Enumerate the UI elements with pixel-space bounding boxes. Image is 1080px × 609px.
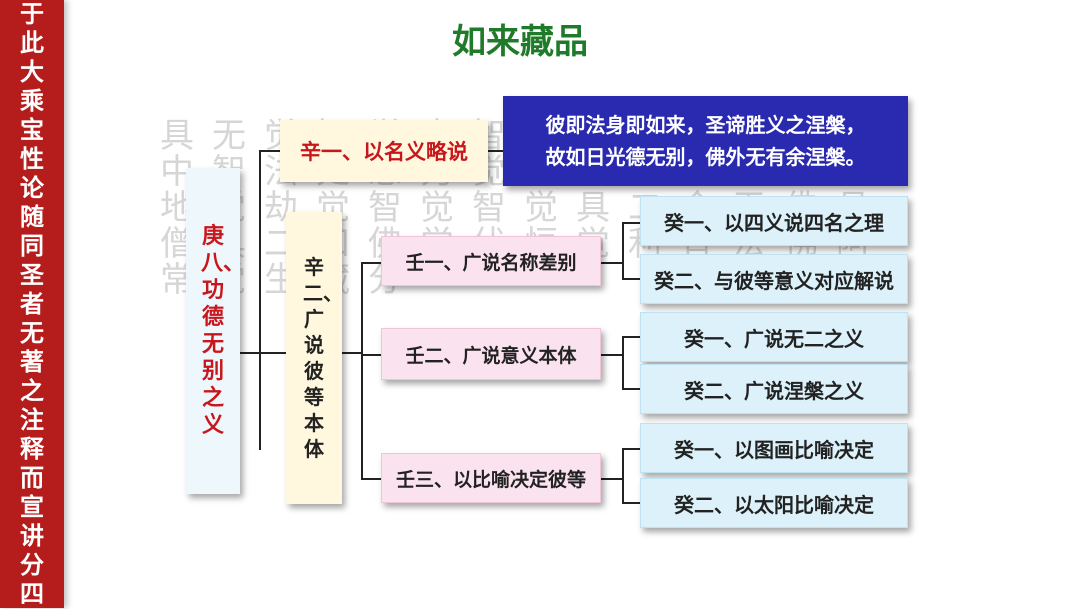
connector-ren3-gui1 bbox=[622, 448, 640, 450]
node-xin-er-label: 辛二、广说彼等本体 bbox=[303, 255, 343, 461]
connector-ren1-vertical bbox=[622, 222, 624, 280]
node-gui-2: 癸二、与彼等意义对应解说 bbox=[640, 254, 908, 304]
node-geng-ba: 庚八、功德无别之义 bbox=[186, 168, 246, 494]
node-ren-yi-label: 壬一、广说名称差别 bbox=[405, 251, 577, 274]
connector-to-ren3 bbox=[361, 478, 381, 480]
connector-xin1-blue bbox=[488, 150, 503, 152]
node-ren-er: 壬二、广说意义本体 bbox=[381, 328, 601, 380]
sidebar-text: 于此大乘宝性论随同圣者无著之注释而宣讲分四 bbox=[20, 0, 44, 608]
connector-geng-trunk bbox=[240, 352, 260, 354]
node-gui-1-label: 癸一、以四义说四名之理 bbox=[664, 210, 884, 235]
node-xin-yi: 辛一、以名义略说 bbox=[280, 120, 488, 182]
connector-ren1-trunk bbox=[601, 262, 623, 264]
connector-xin2-trunk bbox=[342, 352, 362, 354]
node-gui-2-label: 癸二、与彼等意义对应解说 bbox=[654, 268, 894, 293]
sidebar-banner: 于此大乘宝性论随同圣者无著之注释而宣讲分四 bbox=[0, 0, 64, 608]
node-gui-3: 癸一、广说无二之义 bbox=[640, 312, 908, 362]
connector-ren1-gui1 bbox=[622, 222, 640, 224]
connector-to-ren2 bbox=[361, 354, 381, 356]
node-ren-san: 壬三、以比喻决定彼等 bbox=[381, 453, 601, 503]
node-xin-yi-label: 辛一、以名义略说 bbox=[300, 140, 468, 164]
connector-ren2-gui1 bbox=[622, 336, 640, 338]
node-ren-yi: 壬一、广说名称差别 bbox=[381, 236, 601, 286]
connector-ren2-vertical bbox=[622, 336, 624, 390]
node-ren-er-label: 壬二、广说意义本体 bbox=[405, 344, 577, 367]
node-gui-6: 癸二、以太阳比喻决定 bbox=[640, 478, 908, 528]
connector-ren3-trunk bbox=[601, 478, 623, 480]
connector-ren3-gui2 bbox=[622, 502, 640, 504]
connector-ren2-trunk bbox=[601, 354, 623, 356]
connector-xin2-vertical bbox=[361, 262, 363, 480]
explanation-box: 彼即法身即如来，圣谛胜义之涅槃， 故如日光德无别，佛外无有余涅槃。 bbox=[503, 96, 908, 186]
connector-geng-vertical bbox=[259, 150, 261, 450]
node-xin-er: 辛二、广说彼等本体 bbox=[286, 212, 343, 504]
page-title: 如来藏品 bbox=[452, 22, 588, 62]
connector-to-xin2 bbox=[259, 352, 286, 354]
connector-to-xin1 bbox=[259, 150, 280, 152]
node-gui-5: 癸一、以图画比喻决定 bbox=[640, 423, 908, 473]
connector-ren3-vertical bbox=[622, 448, 624, 504]
node-gui-4-label: 癸二、广说涅槃之义 bbox=[684, 378, 864, 403]
node-gui-1: 癸一、以四义说四名之理 bbox=[640, 196, 908, 246]
explanation-line-1: 彼即法身即如来，圣谛胜义之涅槃， bbox=[545, 113, 866, 137]
node-geng-ba-label: 庚八、功德无别之义 bbox=[201, 224, 246, 438]
node-gui-5-label: 癸一、以图画比喻决定 bbox=[674, 437, 874, 462]
node-gui-4: 癸二、广说涅槃之义 bbox=[640, 364, 908, 414]
connector-ren1-gui2 bbox=[622, 278, 640, 280]
connector-ren2-gui2 bbox=[622, 388, 640, 390]
connector-to-ren1 bbox=[361, 262, 381, 264]
node-gui-6-label: 癸二、以太阳比喻决定 bbox=[674, 492, 874, 517]
explanation-line-2: 故如日光德无别，佛外无有余涅槃。 bbox=[545, 145, 866, 169]
node-gui-3-label: 癸一、广说无二之义 bbox=[684, 326, 864, 351]
node-ren-san-label: 壬三、以比喻决定彼等 bbox=[395, 468, 586, 491]
